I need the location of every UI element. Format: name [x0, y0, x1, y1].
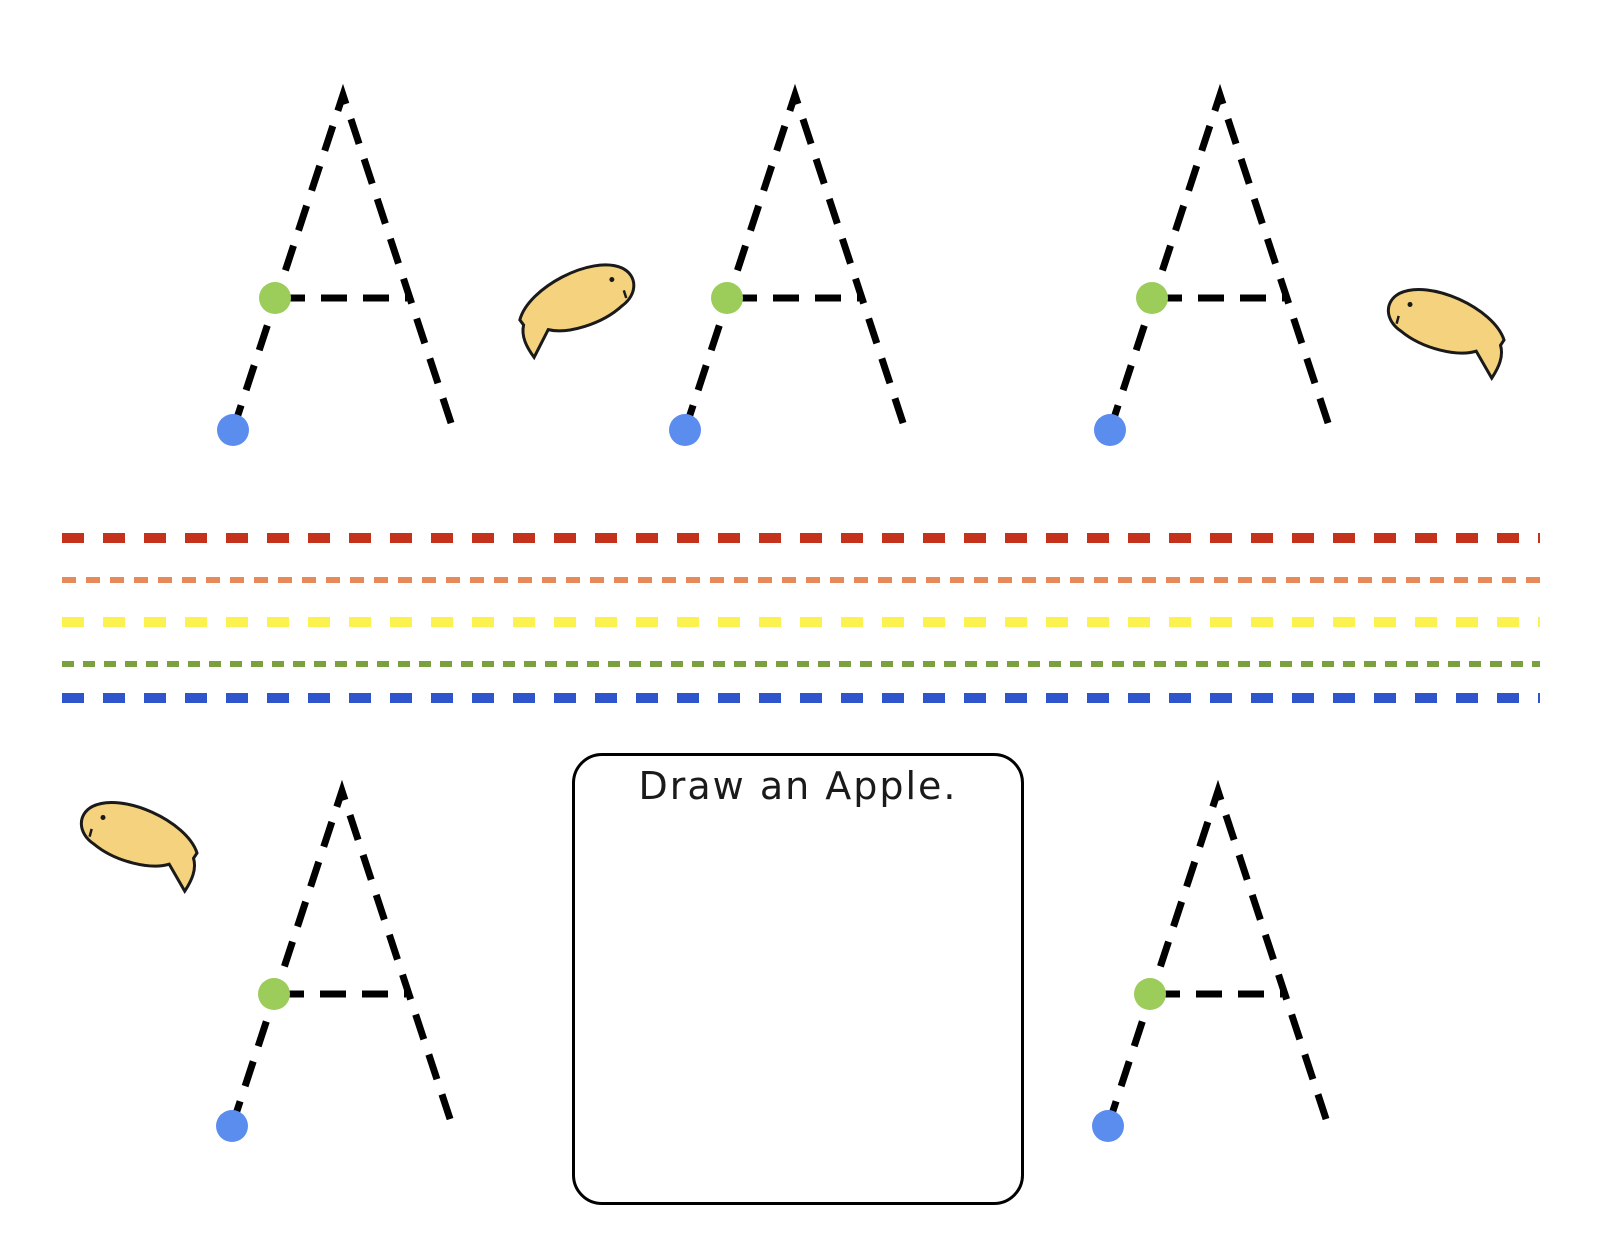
fish-icon: [69, 792, 208, 894]
drawing-box[interactable]: Draw an Apple.: [572, 753, 1024, 1205]
fish-icon: [507, 253, 648, 361]
drawing-prompt: Draw an Apple.: [638, 764, 958, 808]
tracing-letter-a-2[interactable]: [669, 95, 907, 446]
tracing-letter-a-4[interactable]: [216, 791, 454, 1142]
handwriting-guide-lines[interactable]: [62, 533, 1540, 703]
tracing-letter-a-5[interactable]: [1092, 791, 1330, 1142]
tracing-letter-a-3[interactable]: [1094, 95, 1332, 446]
tracing-letter-a-1[interactable]: [217, 95, 455, 446]
fish-icon: [1376, 279, 1515, 381]
